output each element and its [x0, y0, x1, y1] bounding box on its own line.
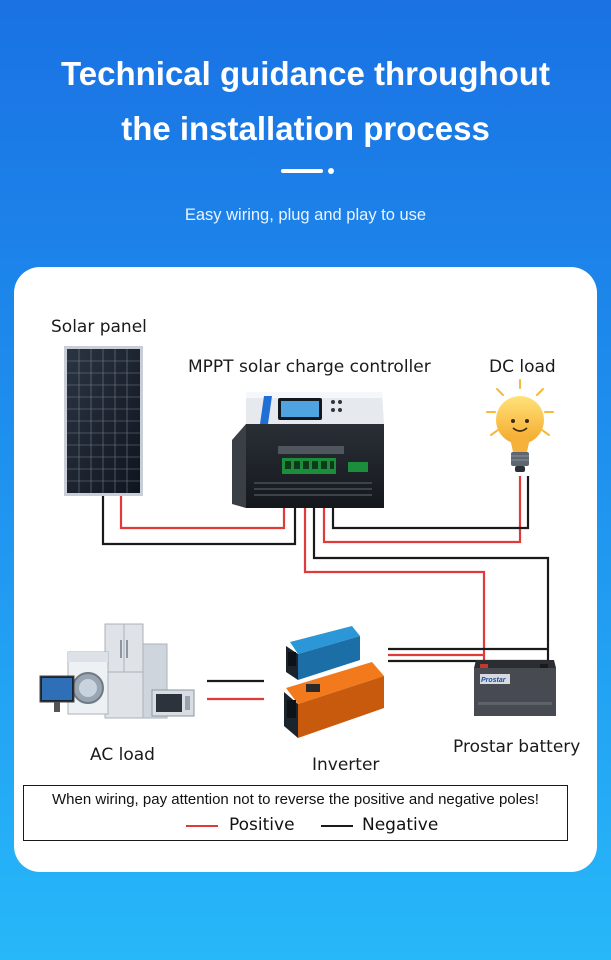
- page-title-line-1: Technical guidance throughout: [61, 55, 550, 92]
- charge-controller-image: [232, 392, 384, 508]
- battery-positive-wire: [303, 508, 486, 660]
- solar-positive-wire: [119, 496, 286, 530]
- ac-load-label: AC load: [90, 745, 155, 765]
- battery-image: Prostar: [474, 660, 556, 716]
- title-divider-dash: [281, 169, 323, 173]
- inverter-image: [284, 626, 384, 738]
- title-divider-dot: [328, 168, 334, 174]
- page-subtitle: Easy wiring, plug and play to use: [184, 206, 427, 224]
- battery-negative-wire: [312, 508, 550, 660]
- dc-load-label: DC load: [489, 357, 556, 377]
- battery-brand-text: Prostar: [481, 677, 507, 684]
- wiring-note-box: When wiring, pay attention not to revers…: [23, 785, 568, 841]
- negative-legend-label: Negative: [362, 815, 439, 835]
- wiring-warning-text: When wiring, pay attention not to revers…: [52, 791, 539, 808]
- battery-label: Prostar battery: [453, 737, 581, 757]
- solar-negative-wire: [101, 496, 297, 546]
- solar-panel-label: Solar panel: [51, 317, 147, 337]
- negative-legend-line: [321, 825, 353, 827]
- ac-load-appliances-image: [39, 623, 195, 719]
- inverter-label: Inverter: [312, 755, 380, 775]
- dc-load-bulb-image: [486, 379, 554, 472]
- solar-panel-image: [64, 346, 143, 496]
- controller-label: MPPT solar charge controller: [188, 357, 431, 377]
- page-title-line-2: the installation process: [121, 110, 490, 147]
- positive-legend-label: Positive: [229, 815, 295, 835]
- page-title: Technical guidance throughout the instal…: [0, 46, 611, 156]
- dc-load-positive-wire: [322, 476, 522, 544]
- dc-load-negative-wire: [331, 476, 530, 530]
- positive-legend-line: [186, 825, 218, 827]
